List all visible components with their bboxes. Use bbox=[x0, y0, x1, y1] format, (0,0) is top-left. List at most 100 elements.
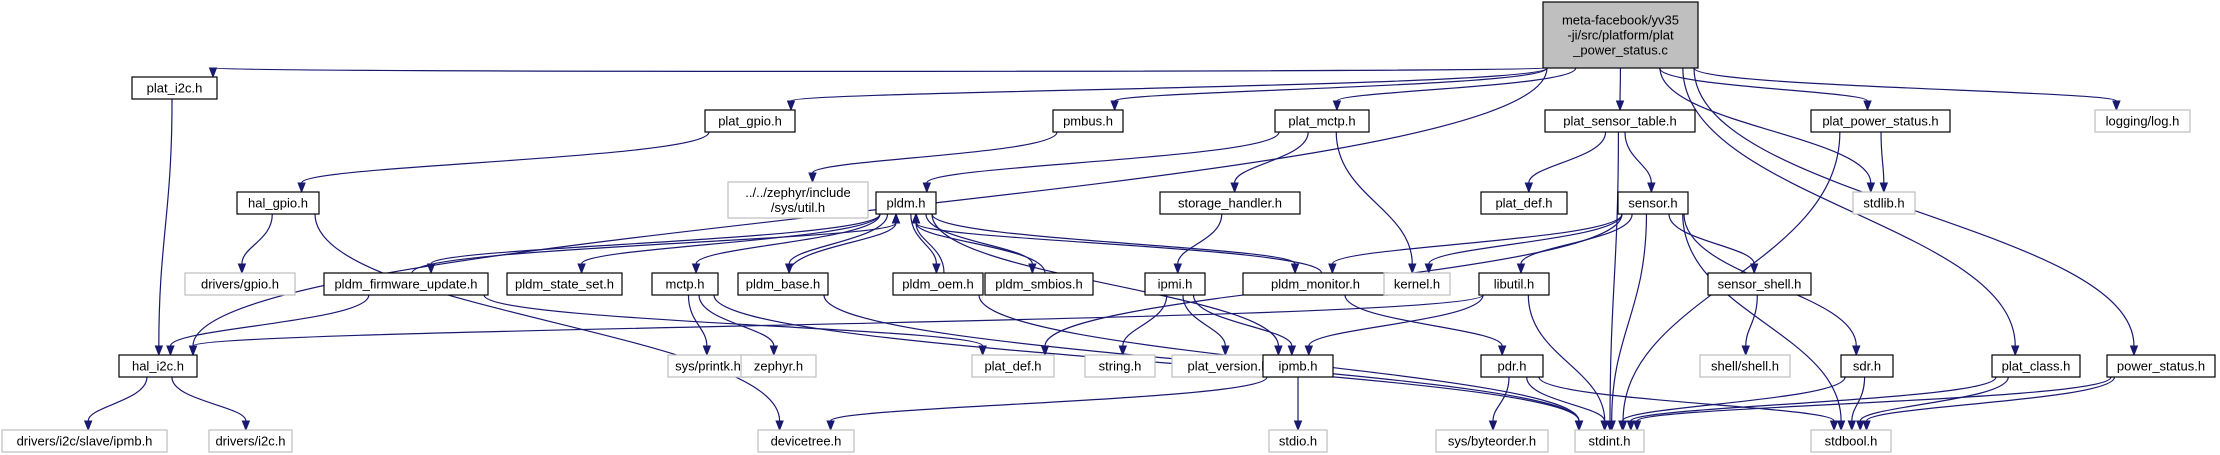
node-box bbox=[984, 272, 1094, 296]
node-box bbox=[184, 272, 296, 296]
node-ipmi[interactable]: ipmi.h bbox=[1144, 272, 1206, 296]
edge-libutil-to-ipmb bbox=[1304, 294, 1484, 357]
node-stdint[interactable]: stdint.h bbox=[1574, 429, 1645, 453]
node-libutil[interactable]: libutil.h bbox=[1478, 272, 1550, 296]
node-zephyr-h[interactable]: zephyr.h bbox=[740, 354, 817, 378]
node-pldm-state-set[interactable]: pldm_state_set.h bbox=[506, 272, 623, 296]
node-stdlib[interactable]: stdlib.h bbox=[1852, 191, 1916, 215]
node-label: pmbus.h bbox=[1063, 114, 1113, 129]
edge-plat_class-to-stdbool bbox=[1856, 376, 2009, 432]
node-pldm-base[interactable]: pldm_base.h bbox=[737, 272, 829, 296]
node-string[interactable]: string.h bbox=[1084, 354, 1156, 378]
edge-power_status-to-stdint bbox=[1632, 376, 2112, 432]
edge-hal_gpio-to-drivers_gpio bbox=[237, 213, 273, 275]
node-box bbox=[131, 76, 218, 100]
node-hal-gpio[interactable]: hal_gpio.h bbox=[236, 191, 320, 215]
edge-hal_i2c-to-drivers_i2c_slave_ipmb bbox=[83, 376, 148, 432]
node-box bbox=[1852, 191, 1916, 215]
edge-pldm_monitor-to-pldm bbox=[911, 212, 1323, 274]
edge-pldm_firmware_update-to-hal_i2c bbox=[166, 294, 370, 357]
node-box bbox=[1542, 1, 1699, 69]
node-pldm-firmware-update[interactable]: pldm_firmware_update.h bbox=[323, 272, 489, 296]
node-zephyr-util[interactable]: ../../zephyr/include/sys/util.h bbox=[727, 181, 869, 219]
node-label: zephyr.h bbox=[754, 359, 803, 374]
node-label: pldm.h bbox=[886, 196, 925, 211]
node-box bbox=[1435, 429, 1549, 453]
node-label: sensor.h bbox=[1628, 196, 1677, 211]
node-kernel[interactable]: kernel.h bbox=[1383, 272, 1451, 296]
node-plat-def-sys[interactable]: plat_def.h bbox=[971, 354, 1055, 378]
node-box bbox=[236, 191, 320, 215]
node-box bbox=[1991, 354, 2081, 378]
edge-plat_i2c-to-hal_i2c bbox=[154, 98, 173, 357]
node-label: mctp.h bbox=[665, 277, 704, 292]
edge-root-to-plat_class bbox=[1682, 67, 2020, 357]
edge-pldm_firmware_update-to-plat_def_sys bbox=[483, 294, 987, 357]
node-pldm-monitor[interactable]: pldm_monitor.h bbox=[1242, 272, 1389, 296]
node-box bbox=[1707, 272, 1812, 296]
node-label: logging/log.h bbox=[2106, 114, 2180, 129]
edge-ipmi-to-plat_version bbox=[1182, 294, 1230, 357]
node-label: ipmb.h bbox=[1278, 359, 1317, 374]
node-label: ../../zephyr/include bbox=[745, 185, 851, 200]
node-hal-i2c[interactable]: hal_i2c.h bbox=[118, 354, 198, 378]
node-sensor[interactable]: sensor.h bbox=[1617, 191, 1689, 215]
node-box bbox=[1810, 429, 1892, 453]
node-mctp[interactable]: mctp.h bbox=[651, 272, 719, 296]
node-ipmb[interactable]: ipmb.h bbox=[1262, 354, 1334, 378]
edge-pldm-to-pldm_oem bbox=[910, 213, 941, 275]
node-plat-sensor-table[interactable]: plat_sensor_table.h bbox=[1544, 109, 1696, 133]
node-sdr[interactable]: sdr.h bbox=[1840, 354, 1894, 378]
node-box bbox=[2094, 109, 2191, 133]
node-box bbox=[1, 429, 168, 453]
node-plat-def-top[interactable]: plat_def.h bbox=[1480, 191, 1568, 215]
node-sensor-shell[interactable]: sensor_shell.h bbox=[1707, 272, 1812, 296]
node-plat-mctp[interactable]: plat_mctp.h bbox=[1274, 109, 1370, 133]
node-plat-class[interactable]: plat_class.h bbox=[1991, 354, 2081, 378]
node-power-status[interactable]: power_status.h bbox=[2106, 354, 2216, 378]
node-storage-handler[interactable]: storage_handler.h bbox=[1159, 191, 1301, 215]
node-pldm[interactable]: pldm.h bbox=[875, 191, 937, 215]
edge-sensor-to-sensor_shell bbox=[1668, 213, 1759, 275]
node-label: power_status.h bbox=[2117, 359, 2205, 374]
edge-pdr-to-sys_byteorder bbox=[1488, 376, 1510, 432]
edge-pldm-to-pldm_state_set bbox=[577, 213, 881, 275]
node-logging-log[interactable]: logging/log.h bbox=[2094, 109, 2191, 133]
node-box bbox=[737, 272, 829, 296]
node-pldm-oem[interactable]: pldm_oem.h bbox=[892, 272, 984, 296]
edge-root-to-pmbus bbox=[1110, 67, 1548, 112]
node-drivers-i2c-slave-ipmb[interactable]: drivers/i2c/slave/ipmb.h bbox=[1, 429, 168, 453]
edge-ipmb-to-stdio bbox=[1293, 377, 1303, 432]
edge-plat_mctp-to-storage_handler bbox=[1230, 131, 1309, 194]
node-box bbox=[1810, 109, 1951, 133]
node-label: pldm_state_set.h bbox=[515, 277, 614, 292]
node-box bbox=[2106, 354, 2216, 378]
node-drivers-i2c[interactable]: drivers/i2c.h bbox=[208, 429, 293, 453]
node-pmbus[interactable]: pmbus.h bbox=[1052, 109, 1124, 133]
node-box bbox=[971, 354, 1055, 378]
node-label: _power_status.c bbox=[1572, 43, 1668, 58]
node-box bbox=[1840, 354, 1894, 378]
node-plat-power-status[interactable]: plat_power_status.h bbox=[1810, 109, 1951, 133]
node-label: ipmi.h bbox=[1158, 277, 1193, 292]
node-devicetree[interactable]: devicetree.h bbox=[757, 429, 855, 453]
node-stdbool[interactable]: stdbool.h bbox=[1810, 429, 1892, 453]
node-plat-gpio[interactable]: plat_gpio.h bbox=[704, 109, 796, 133]
node-sys-byteorder[interactable]: sys/byteorder.h bbox=[1435, 429, 1549, 453]
node-root[interactable]: meta-facebook/yv35-ji/src/platform/plat_… bbox=[1542, 1, 1699, 69]
edge-ipmb-to-devicetree bbox=[826, 376, 1268, 432]
node-box bbox=[875, 191, 937, 215]
node-shell-shell[interactable]: shell/shell.h bbox=[1699, 354, 1791, 378]
node-pdr[interactable]: pdr.h bbox=[1480, 354, 1544, 378]
node-label: hal_i2c.h bbox=[132, 359, 184, 374]
node-box bbox=[208, 429, 293, 453]
node-label: pldm_monitor.h bbox=[1271, 277, 1360, 292]
node-sys-printk[interactable]: sys/printk.h bbox=[667, 354, 749, 378]
node-pldm-smbios[interactable]: pldm_smbios.h bbox=[984, 272, 1094, 296]
node-label: sensor_shell.h bbox=[1718, 277, 1802, 292]
node-drivers-gpio[interactable]: drivers/gpio.h bbox=[184, 272, 296, 296]
node-stdio[interactable]: stdio.h bbox=[1268, 429, 1328, 453]
node-plat-i2c[interactable]: plat_i2c.h bbox=[131, 76, 218, 100]
node-label: stdint.h bbox=[1589, 434, 1631, 449]
node-label: plat_mctp.h bbox=[1288, 114, 1355, 129]
